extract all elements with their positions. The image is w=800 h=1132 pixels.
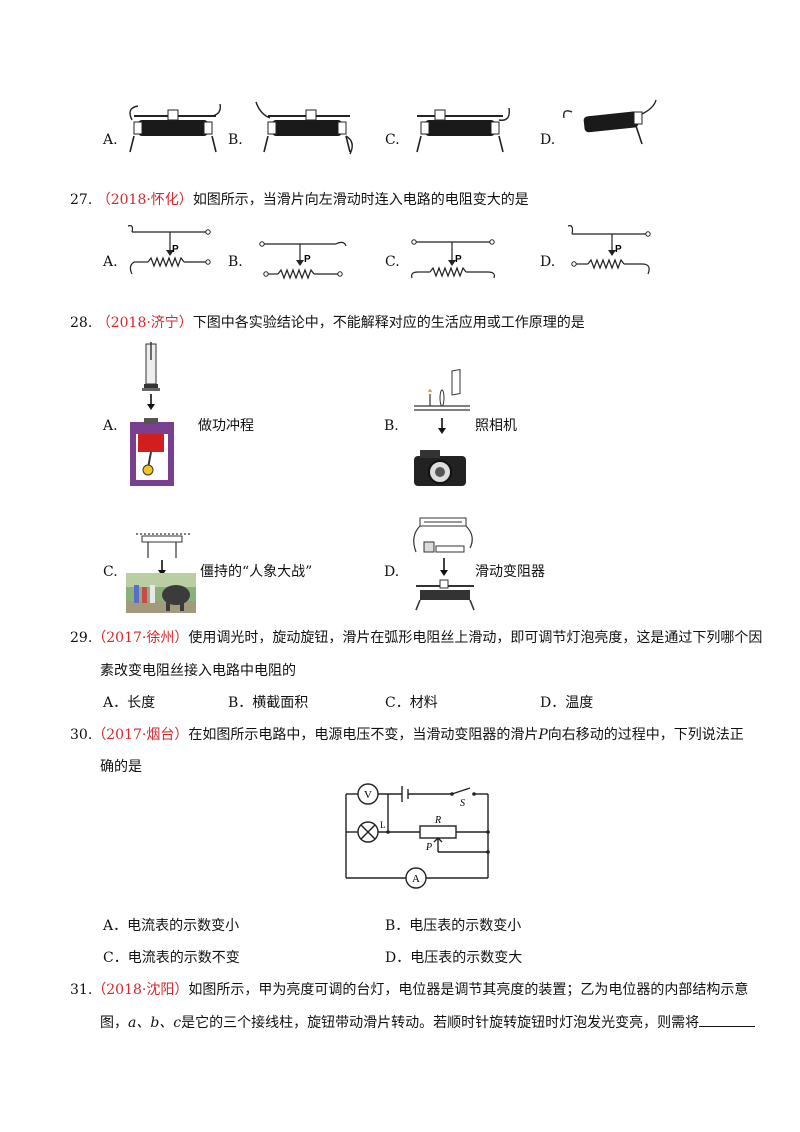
q26-option-c: C. <box>385 132 400 148</box>
q28-a-syringe-engine-figure <box>130 342 174 486</box>
q29-option-d: D．温度 <box>540 695 594 711</box>
q30-voltmeter-label: V <box>364 789 372 801</box>
q27-stem: 27. （2018·怀化）如图所示，当滑片向左滑动时连入电路的电阻变大的是 <box>70 190 529 210</box>
q27-c-slider-label: P <box>455 254 462 265</box>
q28-option-a-letter: A. <box>103 418 118 434</box>
q30-var-p: P <box>538 727 548 743</box>
q27-d-slider-label: P <box>615 244 622 255</box>
q29-text-line2: 素改变电阻丝接入电路中电阻的 <box>100 663 296 679</box>
q30-resistor-label: R <box>434 815 441 826</box>
q27-option-d: D. <box>540 254 556 270</box>
q27-circuit-a-figure: P <box>127 225 211 275</box>
q31-text-line1: 如图所示，甲为亮度可调的台灯，电位器是调节其亮度的装置；乙为电位器的内部结构示意 <box>188 982 749 998</box>
q30-option-b: B．电压表的示数变小 <box>385 918 522 934</box>
q26-option-a: A. <box>103 132 118 148</box>
q26-rheostat-c-figure <box>416 107 510 153</box>
q26-rheostat-d-figure <box>562 99 657 145</box>
q28-stem: 28. （2018·济宁）下图中各实验结论中，不能解释对应的生活应用或工作原理的… <box>70 313 585 333</box>
q27-text: 如图所示，当滑片向左滑动时连入电路的电阻变大的是 <box>192 192 529 208</box>
q27-circuit-b-figure: P <box>259 241 347 280</box>
q29-source: （2017·徐州） <box>92 630 189 646</box>
q31-text-line2-a: 图， <box>100 1015 128 1031</box>
q30-number: 30. <box>70 727 93 743</box>
q28-option-c-letter: C. <box>103 564 118 580</box>
q31-source: （2018·沈阳） <box>92 982 189 998</box>
q27-b-slider-label: P <box>304 254 311 265</box>
q27-source: （2018·怀化） <box>96 192 193 208</box>
q28-source: （2018·济宁） <box>96 315 193 331</box>
q28-b-lens-camera-figure <box>414 368 470 486</box>
q27-option-b: B. <box>228 254 243 270</box>
q27-a-slider-label: P <box>172 244 179 255</box>
q31-answer-blank[interactable] <box>699 1012 756 1027</box>
q29-number: 29. <box>70 630 93 646</box>
q31-terminal-vars: a、b、c <box>128 1015 182 1031</box>
q28-option-d-letter: D. <box>384 564 400 580</box>
q27-circuit-d-figure: P <box>567 225 651 275</box>
q27-number: 27. <box>70 192 93 208</box>
q30-source: （2017·烟台） <box>92 727 189 743</box>
q30-lamp-label: L <box>380 820 386 830</box>
q29-stem-line1: 29.（2017·徐州）使用调光时，旋动旋钮，滑片在弧形电阻丝上滑动，即可调节灯… <box>70 628 762 648</box>
q28-option-b-letter: B. <box>384 418 399 434</box>
q27-option-a: A. <box>103 254 118 270</box>
q27-circuit-c-figure: P <box>411 239 495 279</box>
q26-rheostat-a-figure <box>129 103 222 153</box>
q28-c-photo-figure <box>126 573 196 613</box>
q28-text: 下图中各实验结论中，不能解释对应的生活应用或工作原理的是 <box>192 315 585 331</box>
q31-stem-line2: 图，a、b、c是它的三个接线柱，旋钮带动滑片转动。若顺时针旋转旋钮时灯泡发光变亮… <box>100 1012 756 1033</box>
q28-d-rheostat-figure <box>413 517 475 611</box>
q30-stem-line1: 30.（2017·烟台）在如图所示电路中，电源电压不变，当滑动变阻器的滑片P向右… <box>70 725 744 745</box>
q26-rheostat-b-figure <box>255 101 353 155</box>
q27-option-c: C. <box>385 254 400 270</box>
q30-ammeter-label: A <box>412 873 420 885</box>
q31-number: 31. <box>70 982 93 998</box>
q26-option-b: B. <box>228 132 243 148</box>
q30-text-line1-b: 向右移动的过程中，下列说法正 <box>547 727 744 743</box>
q30-circuit-figure: V A S R P L <box>345 783 490 889</box>
q28-c-pressure-figure <box>136 533 190 576</box>
q28-option-c-caption: 僵持的“人象大战” <box>200 564 313 580</box>
q28-option-d-caption: 滑动变阻器 <box>475 564 545 580</box>
q30-text-line2: 确的是 <box>100 759 142 775</box>
q29-option-a: A．长度 <box>103 695 156 711</box>
q30-option-d: D．电压表的示数变大 <box>385 950 523 966</box>
q29-option-b: B．横截面积 <box>228 695 309 711</box>
q30-text-line1-a: 在如图所示电路中，电源电压不变，当滑动变阻器的滑片 <box>188 727 539 743</box>
q28-option-a-caption: 做功冲程 <box>198 418 254 434</box>
q30-switch-label: S <box>460 798 465 809</box>
q30-option-a: A．电流表的示数变小 <box>103 918 240 934</box>
q31-stem-line1: 31.（2018·沈阳）如图所示，甲为亮度可调的台灯，电位器是调节其亮度的装置；… <box>70 980 748 1000</box>
q29-text-line1: 使用调光时，旋动旋钮，滑片在弧形电阻丝上滑动，即可调节灯泡亮度，这是通过下列哪个… <box>188 630 763 646</box>
q29-option-c: C．材料 <box>385 695 438 711</box>
q31-text-line2-b: 是它的三个接线柱，旋钮带动滑片转动。若顺时针旋转旋钮时灯泡发光变亮，则需将 <box>181 1015 700 1031</box>
q30-option-c: C．电流表的示数不变 <box>103 950 240 966</box>
q30-slider-label: P <box>425 842 432 853</box>
q28-option-b-caption: 照相机 <box>475 418 517 434</box>
q26-option-d: D. <box>540 132 556 148</box>
q28-number: 28. <box>70 315 93 331</box>
